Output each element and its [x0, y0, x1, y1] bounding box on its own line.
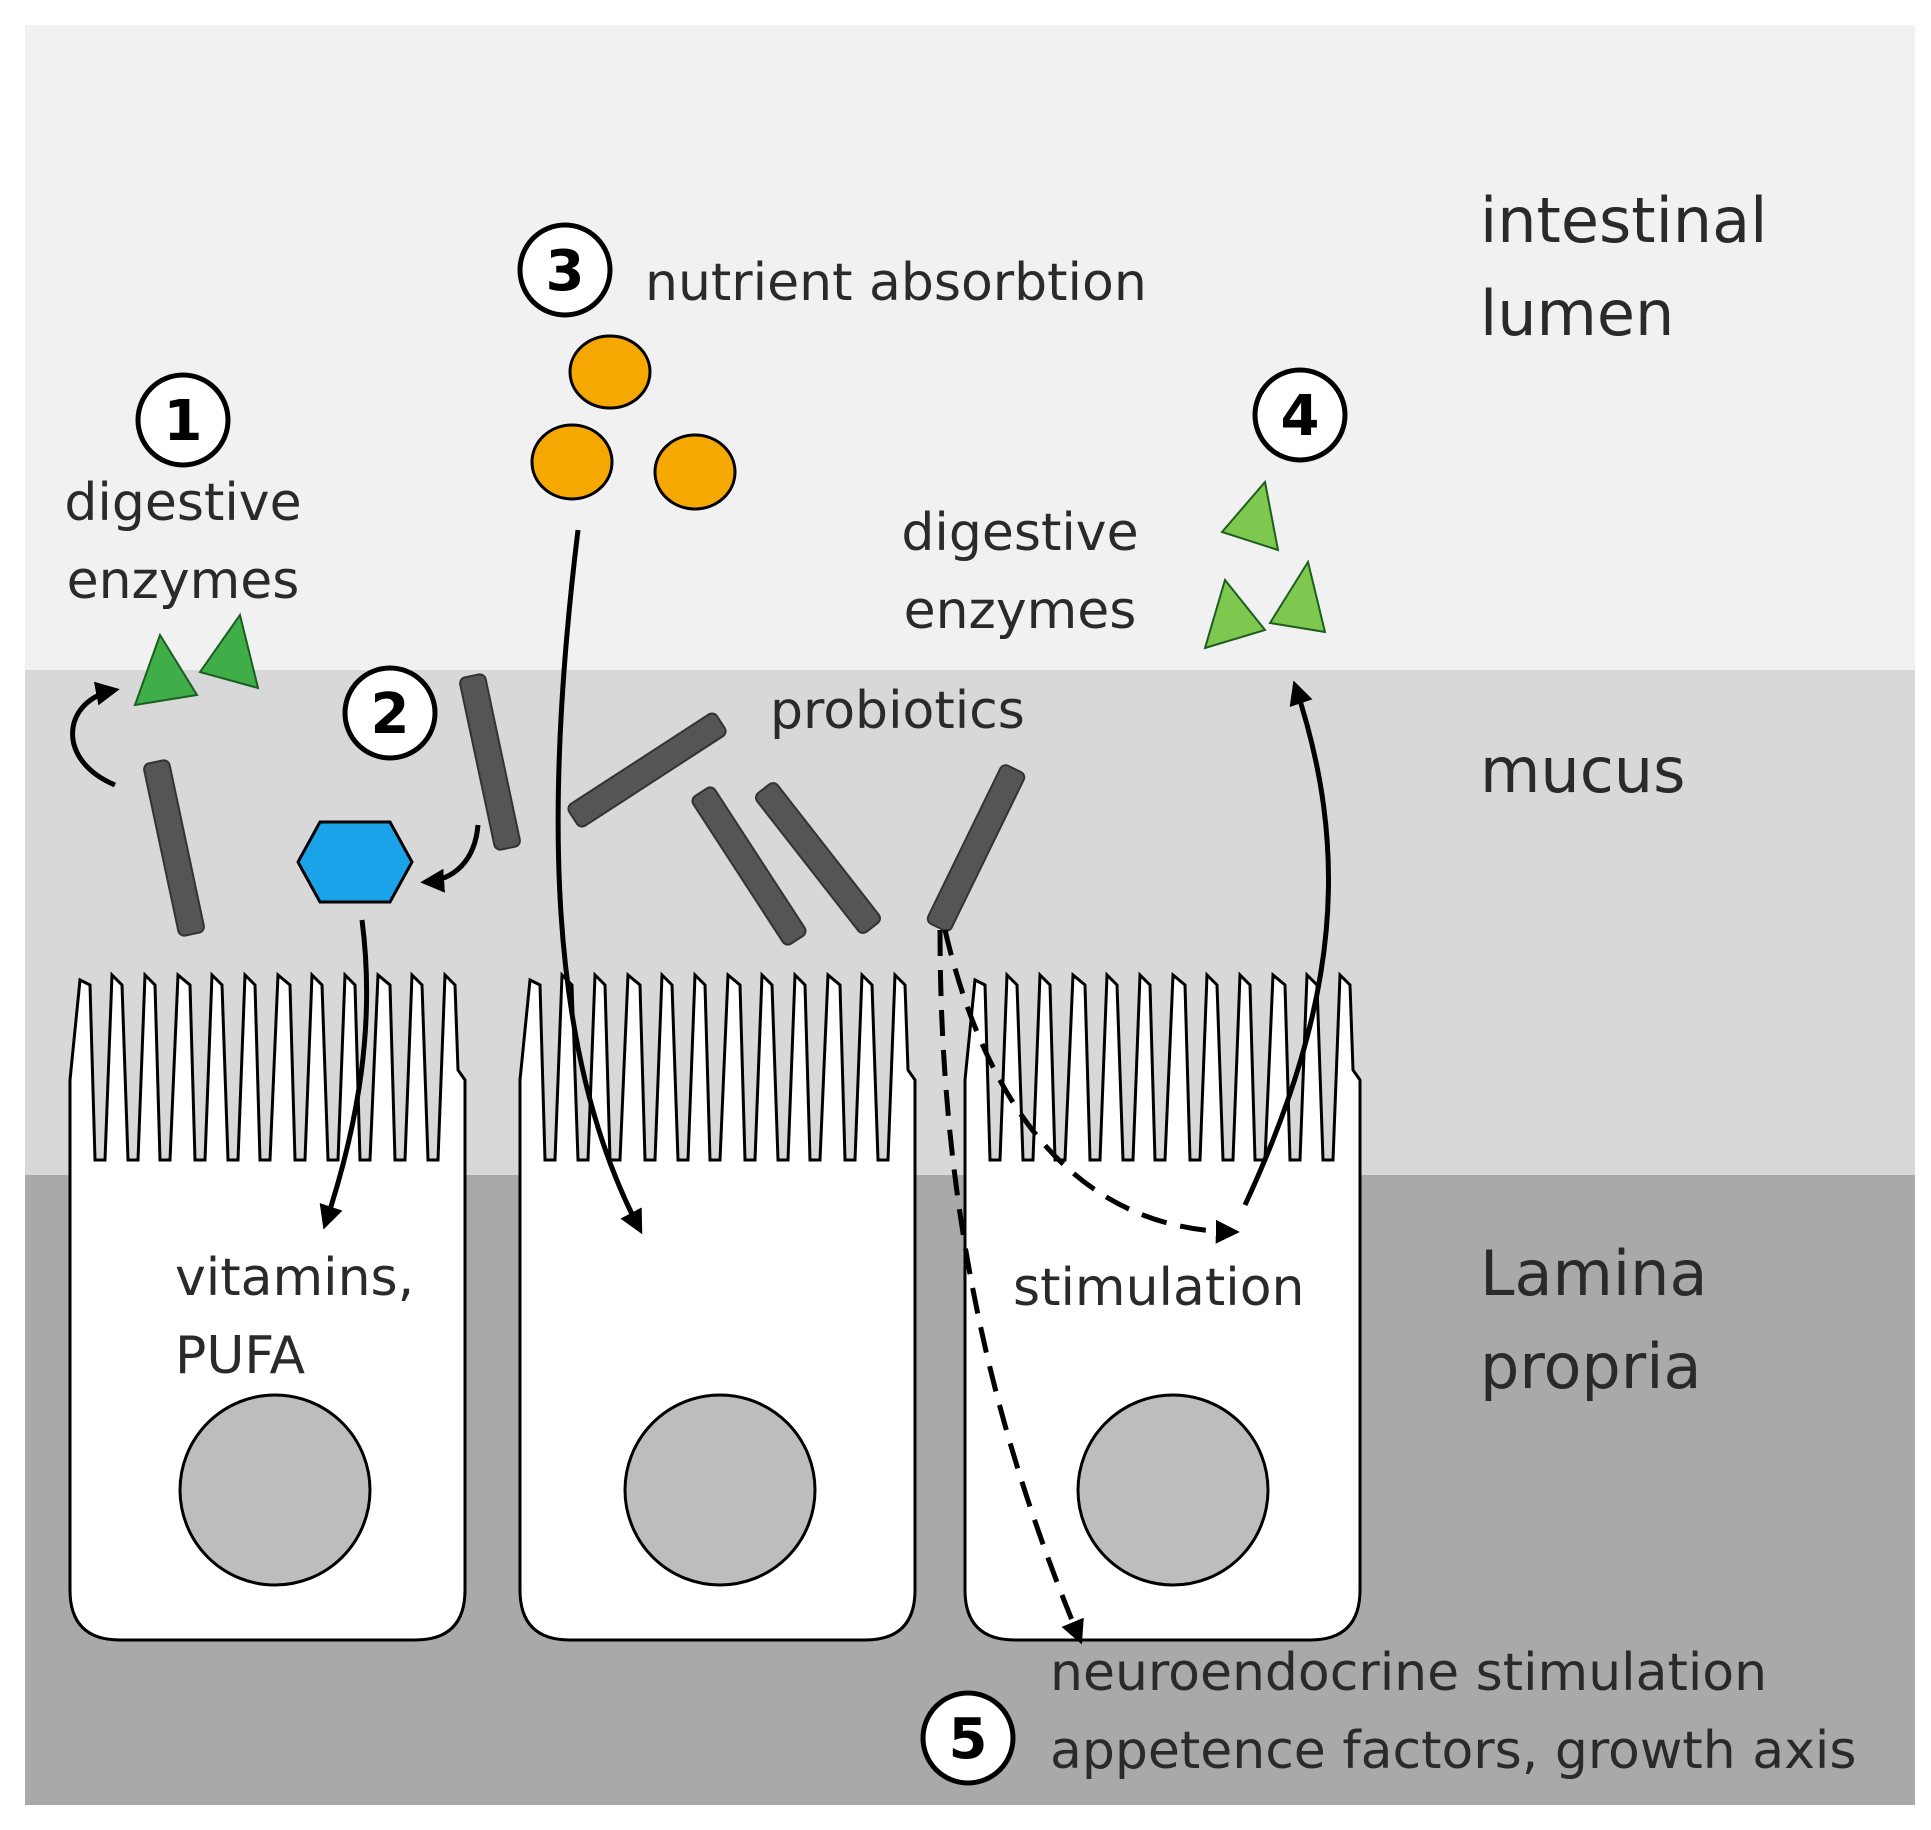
nucleus — [623, 1393, 817, 1587]
step-number: 3 — [546, 239, 585, 304]
enzyme-triangle-icon — [1203, 577, 1267, 650]
nutrient-particle — [530, 423, 614, 501]
probiotic-rod — [459, 673, 521, 851]
enzymes-group-4 — [1203, 479, 1327, 650]
arrow-5 — [937, 929, 1084, 1645]
step3-label: nutrient absorbtion — [645, 253, 1147, 313]
epithelial-cell-1 — [68, 971, 467, 1642]
arrow-2b — [319, 919, 370, 1230]
vitamin-hexagon-icon — [296, 820, 414, 904]
probiotic-rod — [567, 712, 727, 828]
step-badge-4: 4 — [1252, 367, 1348, 463]
step-number: 4 — [1281, 384, 1320, 449]
step1-label-line2: enzymes — [67, 551, 300, 611]
lumen-zone — [25, 25, 1915, 670]
probiotic-rod — [143, 759, 205, 937]
stimulation-label: stimulation — [1013, 1258, 1304, 1318]
arrow-4 — [1242, 680, 1331, 1207]
step-number: 5 — [949, 1707, 988, 1772]
step2-label-line1: vitamins, — [175, 1248, 414, 1308]
zone-label-lumen-line1: intestinal — [1480, 184, 1767, 257]
step4-label-line2: enzymes — [904, 581, 1137, 641]
enzymes-group-1 — [133, 612, 260, 707]
step-number: 1 — [164, 389, 203, 454]
step5-label-line1: neuroendocrine stimulation — [1050, 1643, 1767, 1703]
enzyme-triangle-icon — [133, 632, 199, 707]
enzyme-triangle-icon — [1268, 559, 1327, 634]
probiotics-label: probiotics — [770, 681, 1025, 741]
nucleus — [178, 1393, 372, 1587]
step2-label-line2: PUFA — [175, 1326, 306, 1386]
zone-label-mucus: mucus — [1480, 734, 1685, 807]
nutrient-particle — [653, 433, 737, 511]
probiotic-rod — [691, 786, 807, 946]
arrows — [70, 529, 1331, 1645]
probiotic-rod — [754, 782, 882, 934]
enzyme-triangle-icon — [198, 612, 260, 690]
arrow-stimulation — [942, 929, 1240, 1244]
probiotics-group — [143, 673, 1026, 946]
step-number: 2 — [371, 682, 410, 747]
arrow-1 — [70, 681, 120, 788]
enzyme-triangle-icon — [1220, 479, 1280, 552]
nutrients-group — [530, 334, 737, 511]
step-badge-5: 5 — [920, 1690, 1016, 1786]
epithelial-cell-2 — [518, 971, 917, 1642]
nucleus — [1076, 1393, 1270, 1587]
epithelial-cell-3 — [963, 971, 1362, 1642]
zone-label-lamina-line1: Lamina — [1480, 1237, 1707, 1310]
step-badge-3: 3 — [517, 222, 613, 318]
step-badge-1: 1 — [135, 372, 231, 468]
step5-label-line2: appetence factors, growth axis — [1050, 1721, 1856, 1781]
nutrient-particle — [568, 334, 652, 410]
zone-label-lumen-line2: lumen — [1480, 277, 1674, 350]
probiotic-rod — [926, 764, 1026, 932]
arrow-2a — [420, 824, 481, 893]
arrow-3 — [555, 529, 643, 1235]
step4-label-line1: digestive — [901, 503, 1138, 563]
zone-label-lamina-line2: propria — [1480, 1330, 1701, 1403]
step-badge-2: 2 — [342, 665, 438, 761]
step1-label-line1: digestive — [64, 473, 301, 533]
